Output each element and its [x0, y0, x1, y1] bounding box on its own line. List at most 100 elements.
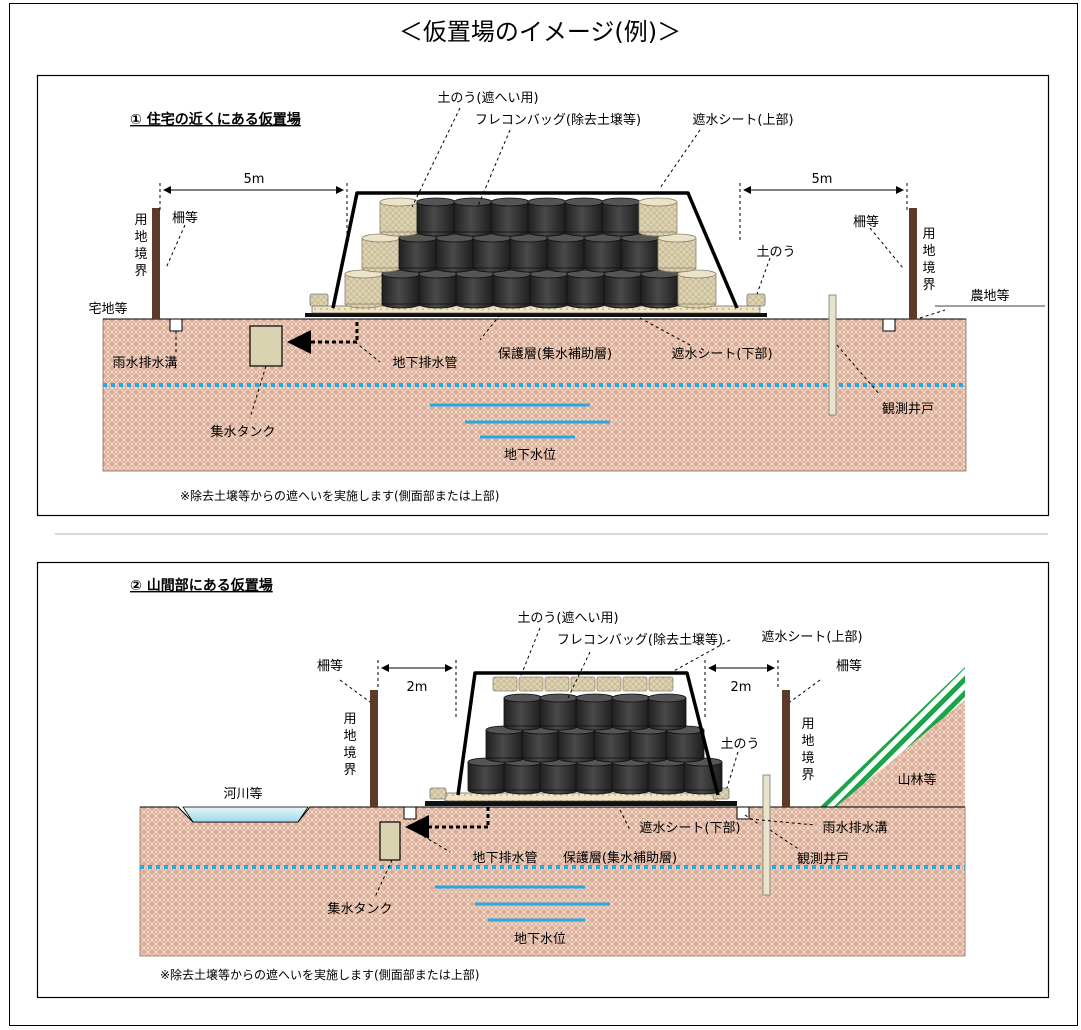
- flexible-bag: [583, 233, 623, 273]
- leader: [407, 826, 451, 853]
- flexible-bag: [683, 757, 723, 795]
- boundary-char: 地: [801, 734, 814, 749]
- shield-sandbag: [648, 676, 674, 692]
- panel2-dist-right: 2m: [731, 680, 752, 695]
- panel-residential: ① 住宅の近くにある仮置場: [36, 74, 1050, 517]
- panel2-fence-left: [370, 690, 378, 807]
- flexible-bag: [455, 269, 495, 309]
- boundary-char: 界: [134, 264, 147, 279]
- flexible-bag: [647, 757, 687, 795]
- leader: [165, 224, 186, 269]
- boundary-char: 地: [134, 230, 147, 245]
- flexible-bag: [566, 269, 606, 309]
- flexible-bag: [539, 757, 579, 795]
- flexible-bag: [557, 725, 597, 763]
- panel1-monitoring-well: [828, 294, 837, 416]
- flexible-bag: [453, 197, 493, 237]
- panel2-label-bottom-sheet: 遮水シート(下部): [639, 820, 740, 836]
- panel1-heading: ① 住宅の近くにある仮置場: [130, 111, 301, 128]
- boundary-char: 界: [922, 278, 935, 293]
- panel2-forest-soil: [836, 700, 965, 807]
- boundary-char: 境: [343, 746, 356, 761]
- flexible-bag: [629, 725, 669, 763]
- shield-sandbag: [570, 676, 596, 692]
- panel2-label-monitor-well: 観測井戸: [797, 852, 849, 867]
- panel1-rain-ditch-left: [169, 318, 183, 332]
- flexible-bag: [529, 269, 569, 309]
- panel2-label-fence-left: 柵等: [317, 658, 343, 674]
- shield-sandbag: [492, 676, 518, 692]
- flexible-bag: [418, 269, 458, 309]
- flexible-bag: [521, 725, 561, 763]
- flexible-bag: [398, 233, 438, 273]
- panel1-fence-left: [152, 208, 160, 319]
- boundary-char: 用: [922, 227, 935, 242]
- panel1-rain-ditch-right: [882, 318, 896, 332]
- panel1-boundary-right: 用 地 境 界: [922, 227, 935, 293]
- flexible-bag: [490, 197, 530, 237]
- leader: [567, 651, 591, 699]
- panel2-label-sandbag: 土のう: [720, 737, 759, 752]
- panel2-top-sheet: [456, 671, 720, 796]
- boundary-char: 界: [343, 763, 356, 778]
- flexible-bag: [435, 233, 475, 273]
- flexible-bag: [620, 233, 660, 273]
- sandbag-cylinder: [361, 233, 401, 273]
- panel2-note: ※除去土壌等からの遮へいを実施します(側面部または上部): [160, 967, 479, 982]
- leader: [477, 129, 511, 207]
- outer-frame: [9, 3, 1078, 1026]
- panel2-label-fence-right: 柵等: [836, 658, 862, 674]
- panel1-label-sandbag-shield: 土のう(遮へい用): [437, 90, 538, 106]
- panel2-boundary-left: 用 地 境 界: [343, 712, 356, 778]
- boundary-char: 用: [343, 712, 356, 727]
- boundary-char: 用: [801, 717, 814, 732]
- panel2-frame: [36, 561, 1050, 999]
- panel2-tank: [379, 821, 401, 861]
- panel1-label-fence-right: 柵等: [853, 214, 879, 230]
- shield-sandbag: [544, 676, 570, 692]
- panel2-bag-stack: [467, 693, 723, 795]
- panel1-label-residential: 宅地等: [88, 301, 127, 317]
- panel2-label-sandbag-shield: 土のう(遮へい用): [517, 610, 618, 626]
- panel2-label-top-sheet: 遮水シート(上部): [761, 629, 862, 645]
- panel1-bottom-sheet: [305, 313, 767, 317]
- panel2-rain-ditch-left: [403, 806, 417, 820]
- panel2-monitoring-well: [762, 774, 771, 896]
- leader: [726, 751, 739, 789]
- sandbag-cylinder: [657, 233, 697, 273]
- panel2-rain-ditch-right: [736, 806, 750, 820]
- flexible-bag: [503, 693, 543, 731]
- leader: [789, 679, 821, 703]
- sandbag-cylinder: [379, 197, 419, 237]
- flexible-bag: [611, 693, 651, 731]
- flexible-bag: [527, 197, 567, 237]
- flexible-bag: [381, 269, 421, 309]
- panel2-top-sandbags: [492, 676, 674, 692]
- leader: [374, 859, 393, 898]
- panel1-dist-right: 5m: [812, 172, 833, 187]
- leader: [354, 341, 381, 363]
- panel2-sandbag-small: [429, 787, 447, 800]
- panel1-tank: [249, 325, 283, 367]
- panel1-label-monitor-well: 観測井戸: [882, 402, 934, 417]
- panel2-label-river: 河川等: [223, 786, 262, 802]
- sandbag-cylinder: [344, 269, 384, 309]
- boundary-char: 地: [922, 244, 935, 259]
- panel1-label-farmland: 農地等: [970, 288, 1009, 304]
- panel1-frame: [36, 74, 1050, 517]
- panel1-label-rain-ditch: 雨水排水溝: [112, 356, 177, 371]
- panel1-label-bottom-sheet: 遮水シート(下部): [671, 346, 772, 362]
- panel1-label-fence-left: 柵等: [172, 210, 198, 226]
- flexible-bag: [472, 233, 512, 273]
- panel1-sandbag-small: [309, 293, 329, 307]
- flexible-bag: [575, 757, 615, 795]
- panel2-bottom-sheet: [425, 801, 737, 806]
- leader: [339, 679, 371, 703]
- flexible-bag: [539, 693, 579, 731]
- flexible-bag: [603, 269, 643, 309]
- boundary-char: 境: [801, 751, 814, 766]
- boundary-char: 地: [343, 729, 356, 744]
- leader: [619, 809, 631, 831]
- leader: [659, 129, 701, 189]
